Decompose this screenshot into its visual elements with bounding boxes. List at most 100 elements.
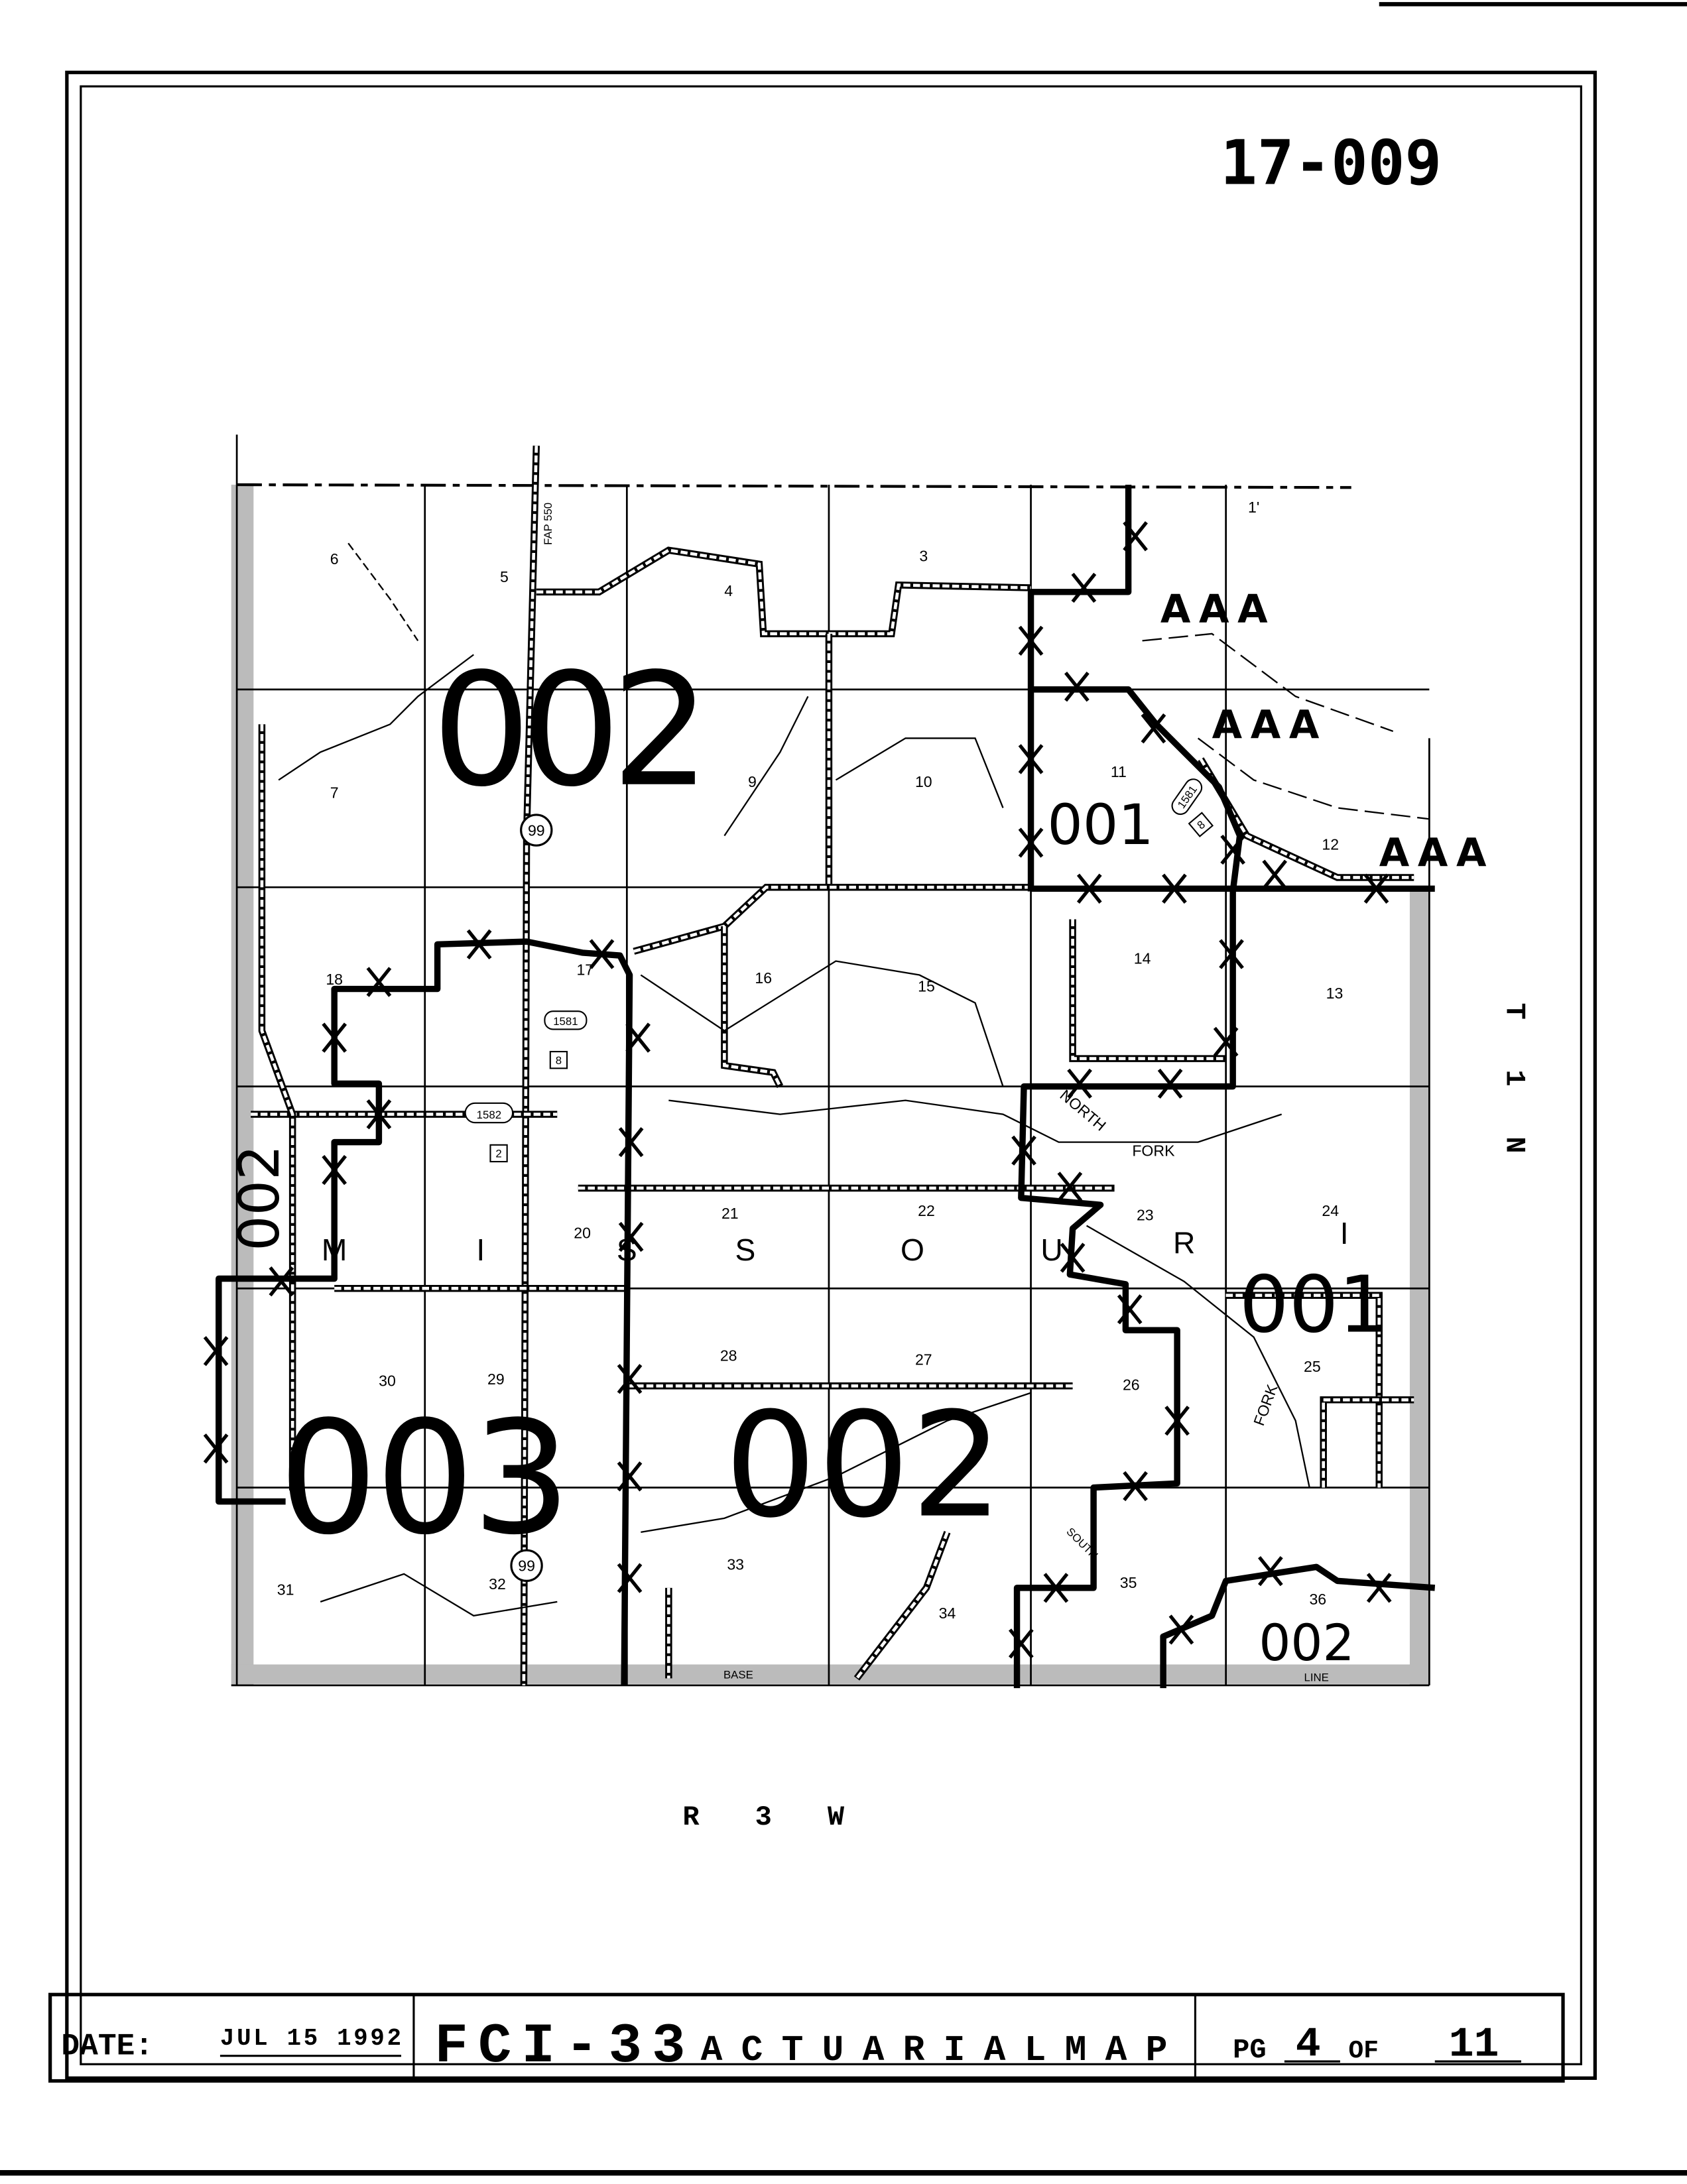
- district-002-bottom-right: 002: [1259, 1614, 1354, 1672]
- section-number: 23: [1137, 1206, 1154, 1223]
- river-letter: S: [735, 1233, 755, 1267]
- road-2-label: 2: [495, 1148, 501, 1160]
- boundary-x-mark: [1018, 744, 1044, 774]
- boundary-x-mark: [1213, 1026, 1239, 1058]
- boundary-x-mark: [1123, 1471, 1148, 1502]
- district-001-upper-right: 001: [1047, 792, 1153, 857]
- section-number: 11: [1111, 763, 1127, 780]
- base-label: BASE: [723, 1668, 753, 1681]
- route-99-shield-top: 99: [520, 814, 553, 847]
- section-number: 20: [574, 1225, 591, 1242]
- boundary-x-mark: [1060, 1243, 1086, 1273]
- boundary-x-mark: [618, 1221, 644, 1252]
- boundary-x-mark: [1043, 1573, 1069, 1603]
- district-002-top-left: 002: [432, 640, 710, 821]
- section-number: 13: [1326, 985, 1343, 1002]
- line-label: LINE: [1304, 1671, 1329, 1684]
- boundary-x-mark: [1117, 1294, 1143, 1325]
- county-border-left: [231, 485, 254, 1685]
- section-number: 12: [1322, 835, 1339, 853]
- boundary-x-mark: [1057, 1172, 1083, 1202]
- inner-border: [80, 85, 1582, 2065]
- aaa-label-1: AAA: [1160, 586, 1276, 632]
- section-number: 26: [1123, 1376, 1140, 1394]
- river-letter: I: [476, 1233, 485, 1267]
- date-value: JUL 15 1992: [220, 2025, 401, 2052]
- boundary-x-mark: [1067, 1068, 1092, 1099]
- river-label-fork-south: FORK: [1250, 1382, 1281, 1428]
- route-99-bottom-label: 99: [518, 1557, 535, 1575]
- page-label: PG: [1233, 2034, 1266, 2066]
- boundary-x-mark: [1164, 1406, 1190, 1436]
- range-label: R 3 W: [682, 1801, 863, 1833]
- boundary-x-mark: [1008, 1628, 1034, 1659]
- section-number: 25: [1304, 1358, 1321, 1375]
- boundary-x-mark: [1018, 827, 1044, 858]
- date-label: DATE:: [61, 2030, 153, 2064]
- boundary-x-mark: [269, 1266, 294, 1297]
- boundary-x-mark: [203, 1336, 229, 1366]
- of-label: OF: [1349, 2037, 1379, 2065]
- road-8-shield: 8: [549, 1051, 568, 1069]
- section-number: 32: [489, 1575, 506, 1593]
- river-letter: I: [1340, 1216, 1349, 1250]
- boundary-x-mark: [1162, 873, 1187, 904]
- boundary-x-mark: [322, 1154, 347, 1185]
- boundary-x-mark: [203, 1433, 229, 1464]
- route-99-shield-bottom: 99: [510, 1549, 543, 1582]
- section-number: 31: [277, 1581, 294, 1598]
- boundary-x-mark: [1064, 672, 1090, 702]
- boundary-x-mark: [1220, 834, 1246, 865]
- section-number: 34: [939, 1605, 956, 1622]
- boundary-x-mark: [1363, 873, 1389, 904]
- section-number: 9: [748, 773, 757, 790]
- boundary-x-mark: [366, 967, 392, 997]
- boundary-x-mark: [1219, 939, 1244, 969]
- section-number: 36: [1309, 1591, 1326, 1608]
- river-label-fork: FORK: [1132, 1142, 1175, 1160]
- form-code: FCI-33: [434, 2016, 685, 2079]
- section-number: 7: [330, 784, 339, 802]
- road-1582-label: 1582: [477, 1109, 501, 1121]
- road-1581-east-shield: 1581: [1171, 778, 1203, 816]
- road-1582-shield: 1582: [464, 1102, 514, 1124]
- section-number: 29: [487, 1370, 505, 1388]
- route-99-top-label: 99: [528, 821, 545, 839]
- section-number: 10: [915, 773, 932, 790]
- aaa-label-2: AAA: [1212, 701, 1328, 747]
- district-003-bottom-left: 003: [279, 1388, 571, 1569]
- boundary-x-mark: [589, 939, 615, 969]
- section-number: 27: [915, 1351, 932, 1368]
- fap-route-label: FAP 550: [542, 503, 554, 545]
- section-number: 30: [379, 1372, 396, 1389]
- boundary-x-mark: [1071, 572, 1097, 603]
- section-number: 21: [721, 1205, 739, 1222]
- section-number: 17: [576, 961, 594, 979]
- aaa-label-3: AAA: [1379, 830, 1495, 876]
- district-002-bottom-center: 002: [724, 1381, 1003, 1550]
- road-8-east-shield: 8: [1188, 812, 1214, 837]
- boundary-x-mark: [625, 1022, 651, 1053]
- section-number: 33: [727, 1556, 744, 1573]
- boundary-x-mark: [617, 1461, 643, 1492]
- north-boundary: [237, 483, 1351, 489]
- river-letter: U: [1040, 1233, 1062, 1267]
- section-number: 22: [918, 1202, 935, 1219]
- boundary-x-mark: [1123, 521, 1148, 552]
- boundary-x-mark: [1168, 1614, 1194, 1645]
- boundary-x-mark: [618, 1126, 644, 1158]
- river-letter: O: [901, 1233, 924, 1267]
- road-2-shield: 2: [489, 1144, 508, 1163]
- boundary-x-mark: [366, 1099, 392, 1130]
- boundary-x-mark: [617, 1364, 643, 1394]
- streams: [278, 542, 1430, 1617]
- road-1581-shield: 1581: [544, 1010, 588, 1030]
- boundary-x-mark: [1011, 1135, 1036, 1166]
- boundary-x-mark: [1157, 1068, 1183, 1099]
- section-number: 5: [500, 568, 509, 585]
- section-number: 15: [918, 978, 935, 995]
